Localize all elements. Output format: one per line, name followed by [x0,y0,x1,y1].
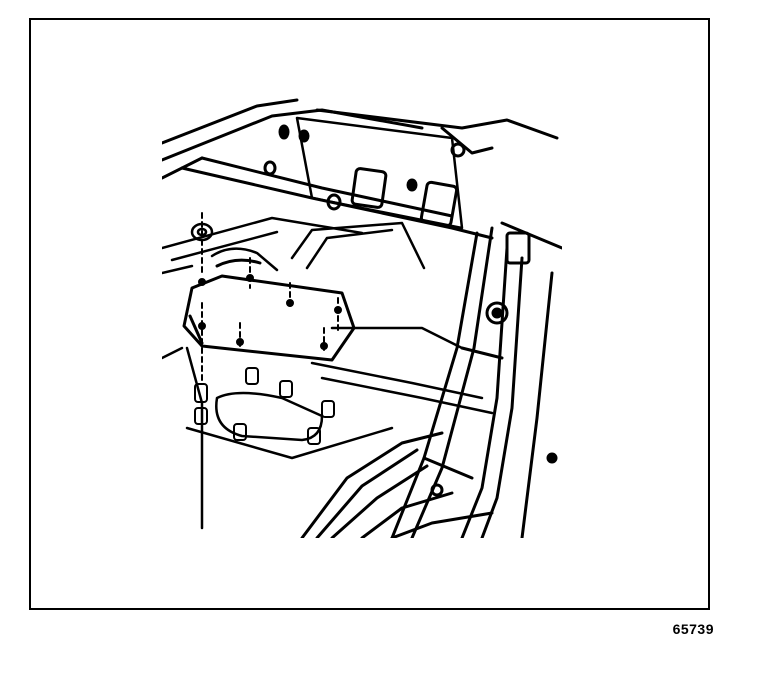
access-cover-plate [182,247,356,362]
rocker-sill [300,431,494,538]
spring-nuts [194,367,335,445]
floor-pan-lines [162,216,494,415]
technical-illustration [162,98,562,538]
rear-shelf-panel [263,116,494,230]
floor-opening [162,346,394,530]
door-pillar [390,221,562,538]
cover-studs [198,274,342,350]
figure-number: 65739 [672,621,714,637]
nut-fastener [190,222,214,242]
